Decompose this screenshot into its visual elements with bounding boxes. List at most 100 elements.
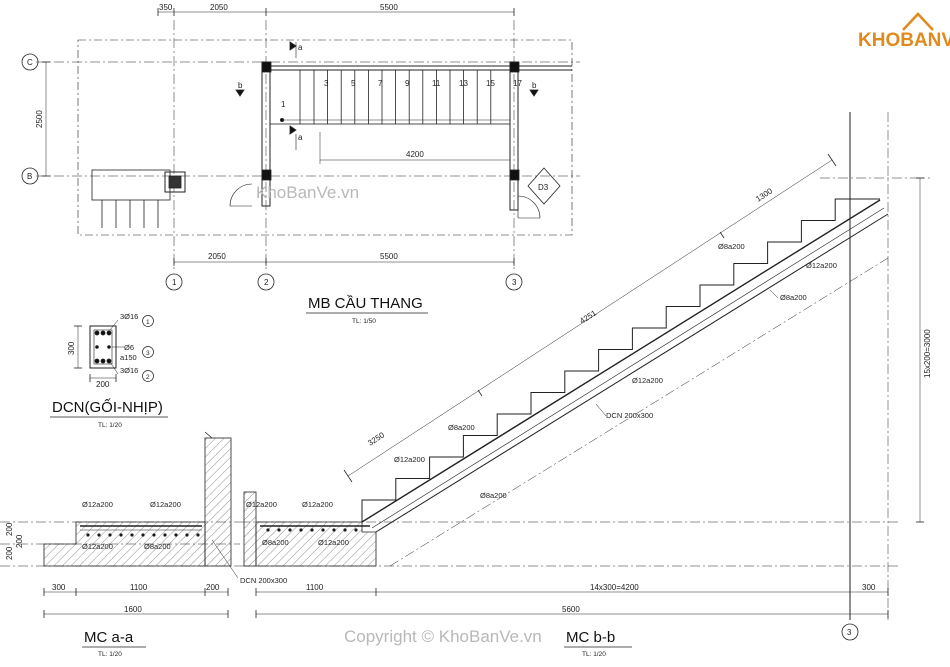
aa-rebar-dot: [86, 533, 90, 537]
bb-stair-label-7: Ø8a200: [780, 293, 807, 302]
bb-stair-label-6: Ø12a200: [806, 261, 837, 270]
beam-rebar-stirrup: a150: [120, 353, 137, 362]
plan-title: MB CẦU THANG: [308, 295, 423, 312]
plan-dimensions: 350 2050 5500 2050 5500 2500 4200 a a b …: [35, 3, 549, 261]
bb-rebar-dot: [332, 528, 336, 532]
bb-rebar-dot: [277, 528, 281, 532]
aa-label-1: Ø12a200: [82, 500, 113, 509]
aa-label-3: Ø12a200: [82, 542, 113, 551]
grid-label-2: 2: [264, 278, 269, 287]
bb-dim-slope-low: 3250: [366, 430, 386, 448]
grid-label-1: 1: [172, 278, 177, 287]
plan-grid-bubbles: C B 1 2 3: [21, 53, 523, 291]
section-mark-b-right: b: [532, 81, 537, 90]
plan-step-number: 3: [324, 79, 329, 88]
plan-step-number: 13: [459, 79, 468, 88]
beam-rebar-top: 3Ø16: [120, 312, 138, 321]
aa-rebar-dot: [174, 533, 178, 537]
bb-stair-label-3: Ø8a200: [480, 491, 507, 500]
grid-bubble-b: [21, 167, 39, 185]
plan-step-number: 17: [513, 79, 522, 88]
beam-bubble-2: 2: [146, 374, 150, 381]
aa-left-dim-3: 200: [15, 534, 24, 548]
aa-dim-200: 200: [206, 583, 220, 592]
bb-stair-label-4: Ø12a200: [632, 376, 663, 385]
aa-dim-300: 300: [52, 583, 66, 592]
dim-bottom-5500: 5500: [380, 252, 398, 261]
aa-beam-tag: DCN 200x300: [240, 576, 287, 585]
bb-rebar-dot: [310, 528, 314, 532]
bb-rebar-dot: [266, 528, 270, 532]
bb-grid-label: 3: [847, 628, 852, 637]
grid-label-b: B: [27, 172, 32, 181]
aa-dim-total: 1600: [124, 605, 142, 614]
beam-bubble-1: 1: [146, 319, 150, 326]
aa-scale: TL: 1/20: [98, 651, 122, 658]
bb-dim-end: 300: [862, 583, 876, 592]
aa-title: MC a-a: [84, 629, 134, 646]
bb-dim-height: 15x200=3000: [923, 329, 932, 378]
section-mark-b-left: b: [238, 81, 243, 90]
beam-rebar-bottom: 3Ø16: [120, 366, 138, 375]
bb-stair-label-1: Ø8a200: [448, 423, 475, 432]
aa-rebar-dot: [141, 533, 145, 537]
grid-bubble-3: [505, 273, 523, 291]
section-mark-a-top: a: [298, 43, 303, 52]
grid-label-3: 3: [512, 278, 517, 287]
dim-top-2050: 2050: [210, 3, 228, 12]
aa-label-4: Ø8a200: [144, 542, 171, 551]
dim-top-350: 350: [159, 3, 173, 12]
section-mark-a-bottom: a: [298, 133, 303, 142]
bb-dim-slope-top: 1300: [754, 186, 774, 204]
bb-flat-label-4: Ø12a200: [318, 538, 349, 547]
aa-rebar-dot: [119, 533, 123, 537]
stair-plan: [36, 8, 580, 272]
beam-detail-labels: 3Ø16 Ø6 a150 3Ø16 1 3 2 300 200 DCN(GỐI-…: [50, 312, 168, 429]
aa-rebar-dot: [97, 533, 101, 537]
watermark-center: KhoBanVe.vn: [256, 183, 359, 202]
plan-scale: TL: 1/50: [352, 318, 376, 325]
section-bb-labels: Ø12a200 Ø12a200 Ø8a200 Ø12a200 Ø8a200 Ø1…: [246, 186, 932, 658]
bb-dim-total: 5600: [562, 605, 580, 614]
bb-dim-landing: 1100: [306, 583, 324, 592]
bb-rebar-dot: [321, 528, 325, 532]
aa-dim-1100: 1100: [130, 583, 148, 592]
dim-bottom-2050: 2050: [208, 252, 226, 261]
aa-rebar-dot: [130, 533, 134, 537]
aa-rebar-dot: [108, 533, 112, 537]
logo-text: KHOBANVE: [858, 30, 950, 51]
dim-left-2500: 2500: [35, 110, 44, 128]
aa-rebar-dot: [185, 533, 189, 537]
bb-rebar-dot: [354, 528, 358, 532]
plan-step-number: 15: [486, 79, 495, 88]
bb-flat-label-2: Ø12a200: [302, 500, 333, 509]
bb-rebar-dot: [288, 528, 292, 532]
column-tag-d3: D3: [538, 183, 549, 192]
aa-rebar-dot: [196, 533, 200, 537]
beam-detail: [74, 315, 154, 382]
plan-step-number: 5: [351, 79, 356, 88]
plan-step-number: 9: [405, 79, 410, 88]
grid-label-c: C: [27, 58, 33, 67]
plan-step-number: 1: [281, 100, 286, 109]
grid-bubble-c: [21, 53, 39, 71]
grid-bubble-2: [257, 273, 275, 291]
beam-scale: TL: 1/20: [98, 422, 122, 429]
plan-step-number: 11: [432, 79, 441, 88]
beam-dim-height: 300: [67, 341, 76, 355]
aa-rebar-dot: [152, 533, 156, 537]
watermark-bottom: Copyright © KhoBanVe.vn: [344, 627, 542, 646]
bb-flat-label-1: Ø12a200: [246, 500, 277, 509]
aa-left-dim-1: 200: [5, 522, 14, 536]
logo: KHOBANVE: [858, 12, 950, 51]
beam-rebar-mid: Ø6: [124, 343, 134, 352]
plan-title-block: MB CẦU THANG TL: 1/50: [306, 295, 428, 325]
bb-stair-label-5: Ø8a200: [718, 242, 745, 251]
logo-roof-icon: [902, 12, 934, 31]
bb-stair-label-2: Ø12a200: [394, 455, 425, 464]
section-bb: [240, 112, 930, 641]
section-aa: [0, 431, 240, 618]
bb-dim-run: 14x300=4200: [590, 583, 639, 592]
